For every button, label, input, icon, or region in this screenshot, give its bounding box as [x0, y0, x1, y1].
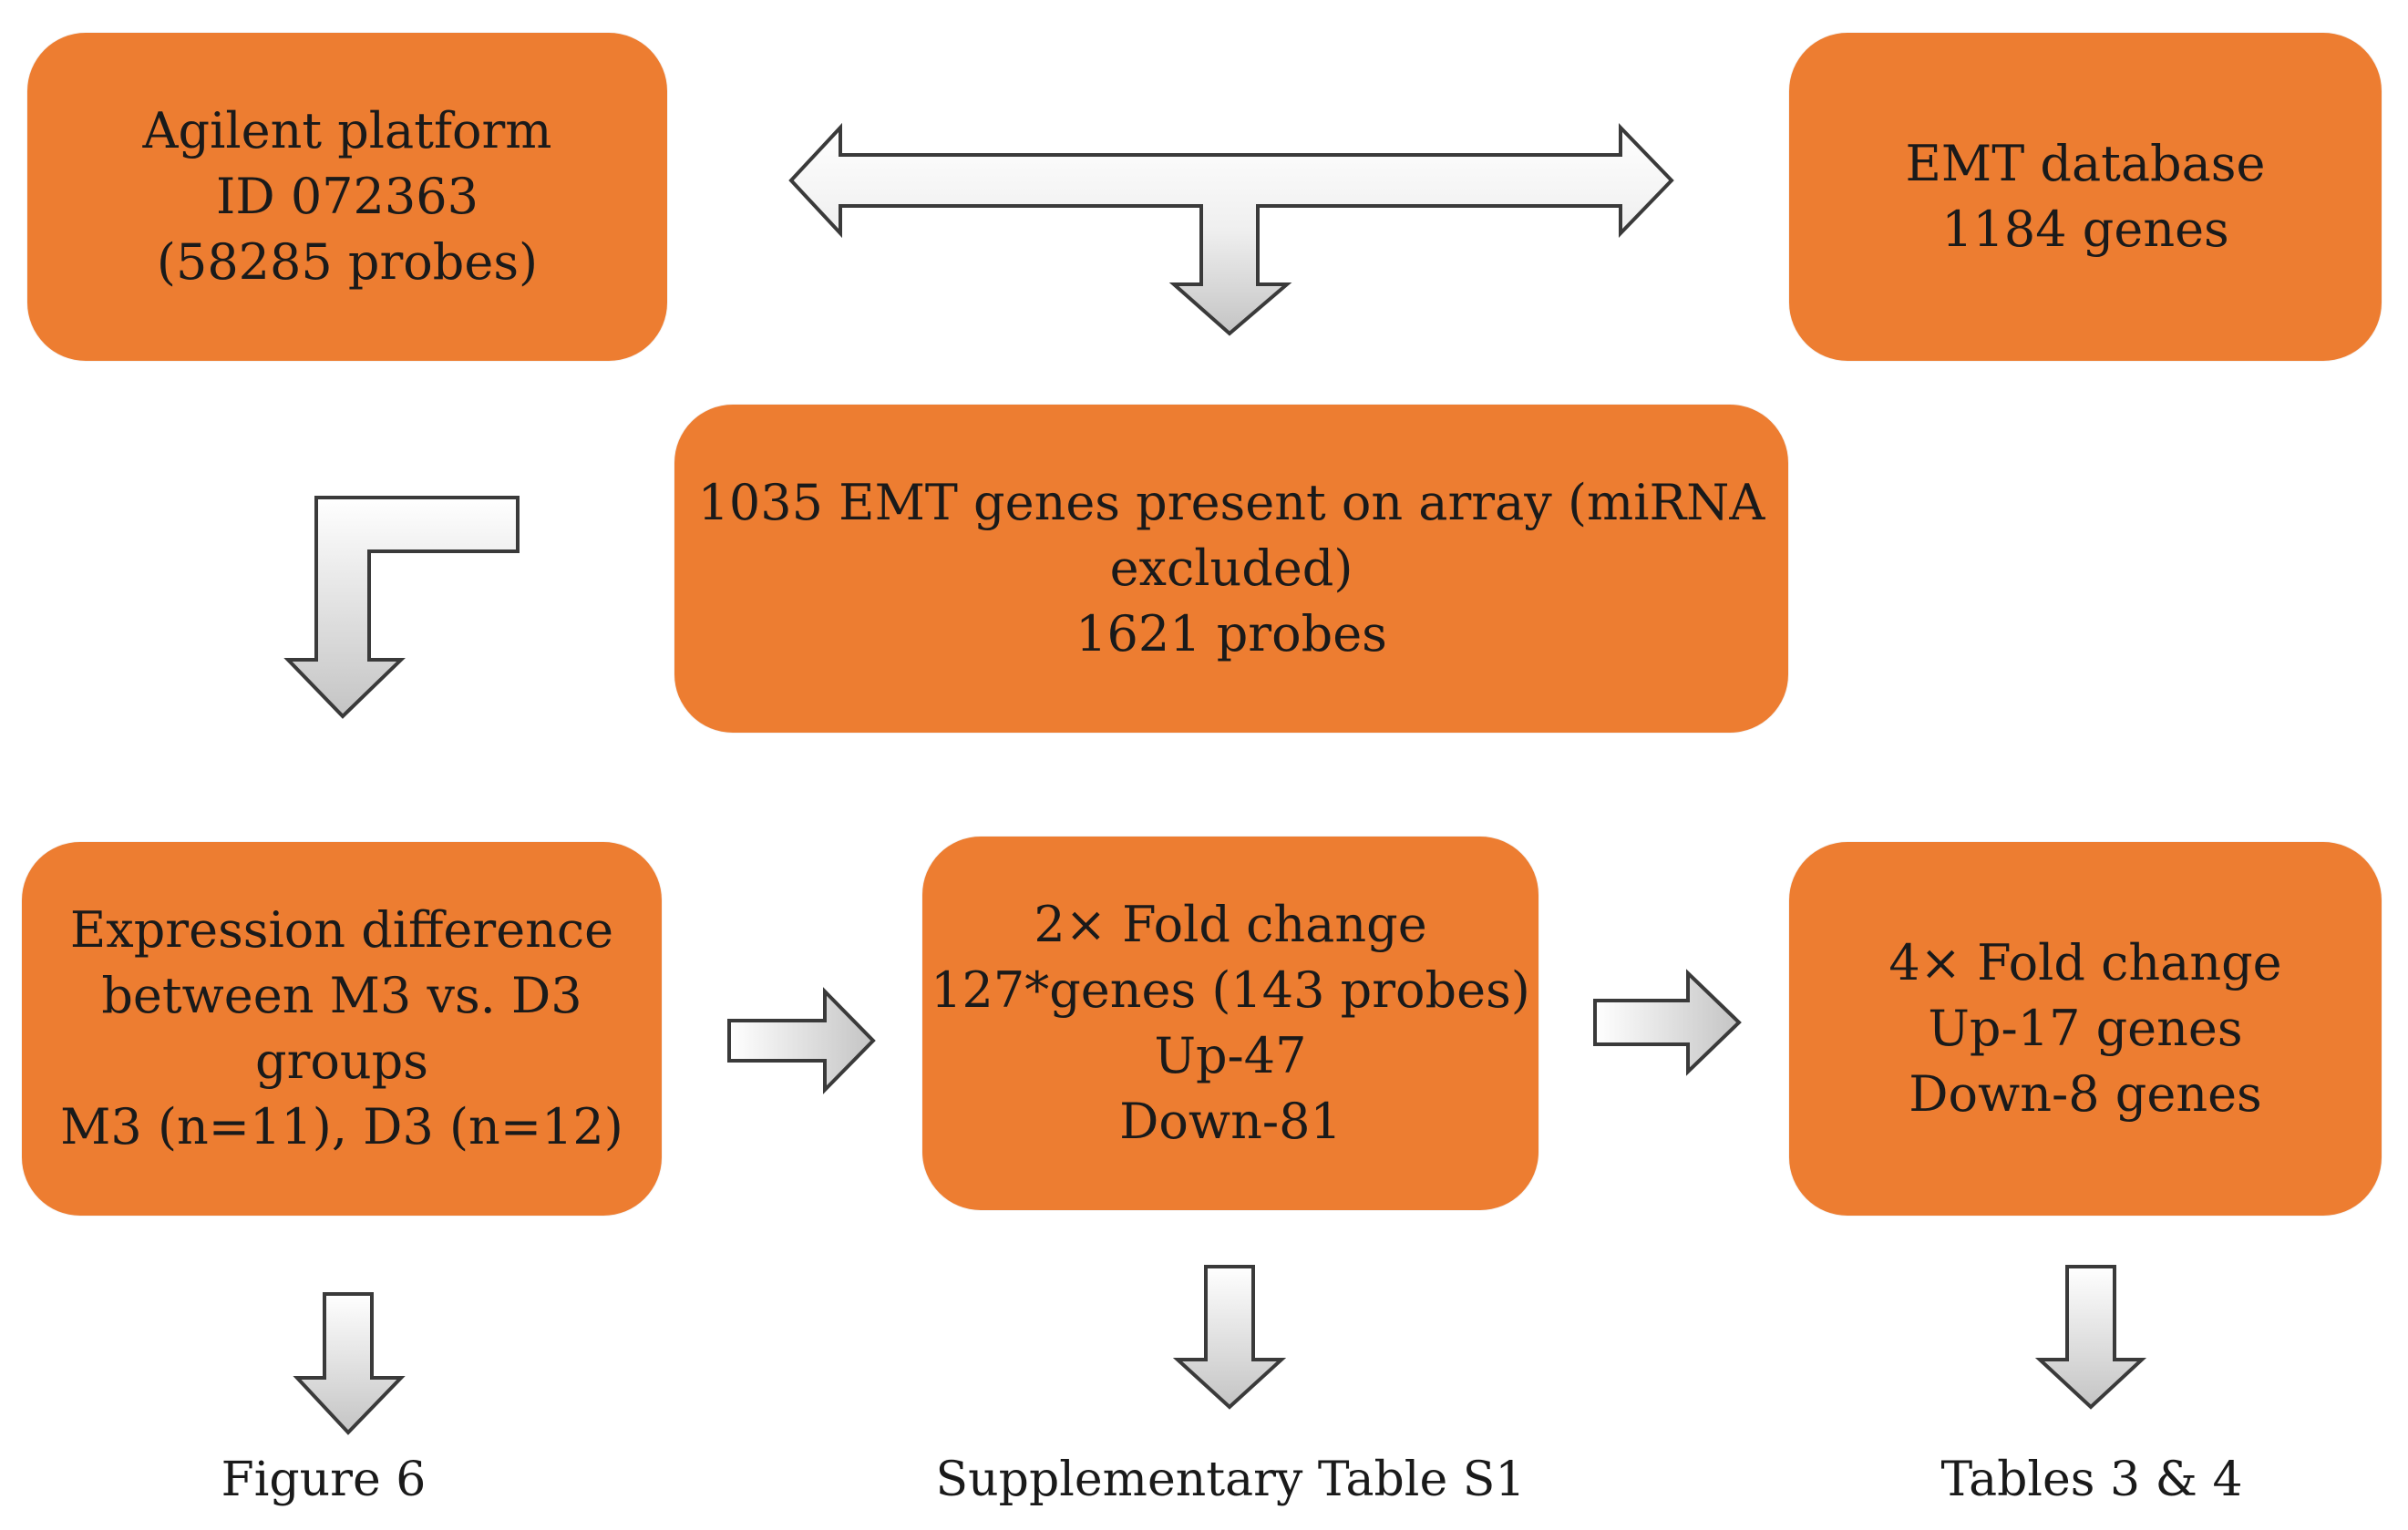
down-arrow-supplementary	[1172, 1265, 1287, 1410]
down-arrow-tables	[2034, 1265, 2147, 1410]
fold4-line-2: Up-17 genes	[1928, 1000, 2243, 1057]
fold2-line-2: 127*genes (143 probes)	[931, 961, 1530, 1019]
emt-genes-present-box: 1035 EMT genes present on array (miRNA e…	[674, 405, 1788, 733]
down-arrow-figure	[293, 1292, 406, 1435]
four-fold-change-box: 4× Fold change Up-17 genes Down-8 genes	[1789, 842, 2382, 1216]
caption-tables: Tables 3 & 4	[1940, 1453, 2243, 1507]
emt-db-line-2: 1184 genes	[1941, 200, 2229, 258]
two-fold-change-box: 2× Fold change 127*genes (143 probes) Up…	[922, 837, 1538, 1210]
agilent-line-2: ID 072363	[216, 168, 479, 225]
present-line-3: 1621 probes	[1075, 605, 1387, 662]
right-arrow-1	[727, 987, 876, 1094]
expression-difference-box: Expression difference between M3 vs. D3 …	[22, 842, 662, 1216]
expression-line-3: groups	[255, 1032, 428, 1090]
fold4-line-3: Down-8 genes	[1909, 1065, 2262, 1123]
present-line-1: 1035 EMT genes present on array (miRNA	[697, 474, 1765, 531]
expression-line-2: between M3 vs. D3	[101, 967, 582, 1024]
expression-line-4: M3 (n=11), D3 (n=12)	[60, 1098, 623, 1155]
bent-arrow	[283, 496, 520, 719]
fold2-line-4: Down-81	[1119, 1093, 1342, 1150]
expression-line-1: Expression difference	[69, 901, 614, 959]
double-arrow-with-down-branch	[788, 122, 1674, 336]
emt-database-box: EMT database 1184 genes	[1789, 33, 2382, 361]
fold2-line-3: Up-47	[1154, 1027, 1307, 1084]
caption-figure: Figure 6	[221, 1453, 427, 1507]
agilent-line-3: (58285 probes)	[156, 233, 539, 291]
present-line-2: excluded)	[1109, 539, 1353, 597]
fold4-line-1: 4× Fold change	[1888, 934, 2282, 991]
fold2-line-1: 2× Fold change	[1034, 896, 1427, 953]
right-arrow-2	[1593, 969, 1742, 1076]
emt-db-line-1: EMT database	[1905, 135, 2266, 192]
agilent-platform-box: Agilent platform ID 072363 (58285 probes…	[27, 33, 667, 361]
caption-supplementary: Supplementary Table S1	[935, 1453, 1526, 1507]
agilent-line-1: Agilent platform	[142, 102, 552, 159]
